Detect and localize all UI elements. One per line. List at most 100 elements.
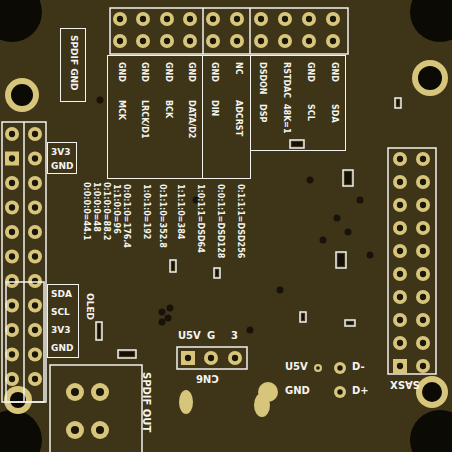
pin-label: ADCRST [234, 100, 243, 136]
pin-label: SCL [306, 104, 315, 121]
round-pad [5, 250, 19, 264]
round-pad [230, 34, 244, 48]
smd-part [345, 172, 351, 184]
silkscreen-box: GNDDINNCADCRST [202, 55, 251, 179]
smd-part [397, 100, 399, 106]
round-pad [28, 299, 42, 313]
pin-label: GND [306, 62, 315, 82]
round-pad [28, 348, 42, 362]
mode-setting: 0:0:0:0=44.1 [82, 182, 91, 240]
pad-drill [71, 426, 79, 434]
smd-part [292, 142, 302, 146]
round-pad [393, 152, 407, 166]
via [97, 97, 104, 104]
right-header-outline [388, 148, 436, 374]
header-divider [202, 8, 204, 54]
pin-label: GND [164, 62, 173, 82]
round-pad [393, 244, 407, 258]
pad-drill [258, 38, 264, 44]
via [307, 177, 314, 184]
pad-drill [208, 355, 214, 361]
round-pad [393, 290, 407, 304]
pad-drill [187, 38, 193, 44]
round-pad [66, 383, 84, 401]
pin-label: GND [117, 62, 126, 82]
corner-hole [410, 0, 452, 42]
pad-drill [9, 302, 15, 308]
pad-drill [9, 327, 15, 333]
pad-drill [397, 179, 403, 185]
round-pad [113, 34, 127, 48]
via [159, 319, 166, 326]
pin-label: GND [285, 385, 310, 396]
pin-label: SPDIF OUT [141, 372, 152, 432]
pad-drill [397, 156, 403, 162]
round-pad [334, 386, 346, 398]
pin-label: SPDIF GND [69, 35, 79, 91]
smd-outline [300, 312, 306, 322]
mount-hole [418, 66, 442, 90]
pad-drill [71, 388, 79, 396]
round-pad [393, 221, 407, 235]
pin-label: D+ [352, 385, 369, 396]
oval-pad [179, 390, 193, 414]
pad-drill [397, 340, 403, 346]
round-pad [5, 323, 19, 337]
pad-drill [164, 38, 170, 44]
round-pad [5, 274, 19, 288]
round-pad [28, 152, 42, 166]
mode-setting: 1:1:0:0=96 [112, 184, 121, 234]
smd-part [302, 314, 304, 320]
round-pad [416, 290, 430, 304]
mount-ring [412, 60, 448, 96]
round-pad [5, 127, 19, 141]
mode-setting: 1:0:1:1=DSD64 [196, 184, 205, 253]
pad-drill [32, 253, 38, 259]
corner-hole [0, 0, 42, 42]
via [367, 252, 374, 259]
smd-part [347, 322, 353, 324]
pin-label: GND [51, 343, 73, 353]
round-pad [416, 152, 430, 166]
round-pad [416, 359, 430, 373]
round-pad [183, 12, 197, 26]
via [167, 305, 174, 312]
via [334, 215, 341, 222]
smd-part [172, 262, 174, 270]
pin-label: RSTDAC [282, 62, 291, 98]
mode-setting: 1:0:0:0=48 [92, 182, 101, 232]
round-pad [302, 12, 316, 26]
pin-label: SASX [390, 379, 420, 390]
mount-hole [11, 84, 33, 106]
cn6-outline [177, 347, 247, 369]
smd-part [120, 352, 134, 356]
round-pad [5, 176, 19, 190]
round-pad [278, 12, 292, 26]
round-pad [326, 34, 340, 48]
pin-label: MCK [117, 100, 126, 120]
pin-label: U5V [285, 361, 308, 372]
pad-drill [397, 363, 403, 369]
pin-label: DIN [210, 100, 219, 116]
pin-label: SDA [51, 289, 72, 299]
spdif-out-outline [50, 365, 142, 452]
round-pad [28, 201, 42, 215]
pad-drill [32, 351, 38, 357]
round-pad [278, 34, 292, 48]
pad-drill [258, 16, 264, 22]
pin-label: SCL [51, 307, 70, 317]
round-pad [66, 421, 84, 439]
header-divider [249, 8, 251, 54]
silkscreen-box: DSDONDSPRSTDAC48K=1GNDSCLGNDSDA [250, 55, 346, 151]
pin-label: DSP [258, 104, 267, 122]
silkscreen-box: GNDMCKGNDLRCK/D1GNDBCKGNDDATA/D2 [107, 55, 203, 179]
mount-ring [4, 386, 32, 414]
round-pad [314, 364, 322, 372]
round-pad [204, 351, 218, 365]
round-pad [416, 267, 430, 281]
pad-drill [32, 204, 38, 210]
round-pad [258, 382, 278, 402]
pad-drill [32, 327, 38, 333]
pad-drill [420, 317, 426, 323]
oled-pin-outline [6, 282, 44, 402]
